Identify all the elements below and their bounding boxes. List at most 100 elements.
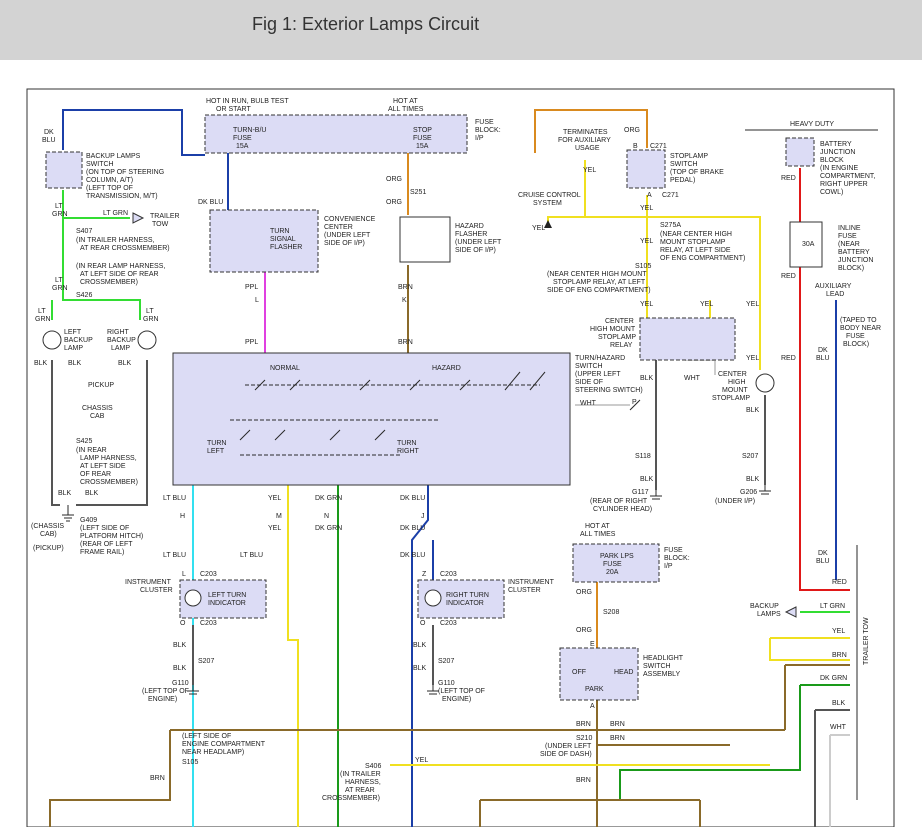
label-s406: S406 bbox=[365, 763, 381, 770]
label-park-fuse1: PARK LPS bbox=[600, 553, 634, 560]
backup-lamps-arrow-icon bbox=[784, 606, 797, 618]
label-stoplamp3: (TOP OF BRAKE bbox=[670, 169, 724, 176]
label-lt-blu-3: LT BLU bbox=[240, 552, 263, 559]
label-heavy-duty: HEAVY DUTY bbox=[790, 121, 834, 128]
label-s406-d4: CROSSMEMBER) bbox=[322, 795, 380, 802]
label-taped4: BLOCK) bbox=[843, 341, 869, 348]
label-grn-4: GRN bbox=[143, 316, 159, 323]
label-fuse-block-4: BLOCK: bbox=[664, 555, 690, 562]
label-chm-lamp3: MOUNT bbox=[722, 387, 748, 394]
label-yel-5: YEL bbox=[640, 301, 653, 308]
wire-red bbox=[799, 168, 850, 591]
label-brn-8: BRN bbox=[150, 775, 165, 782]
label-s426-d3: CROSSMEMBER) bbox=[80, 279, 138, 286]
label-yel-2: YEL bbox=[640, 205, 653, 212]
label-brn-6: BRN bbox=[576, 777, 591, 784]
label-e: E bbox=[590, 641, 595, 648]
label-chm-relay4: RELAY bbox=[610, 342, 633, 349]
label-15a-1: 15A bbox=[236, 143, 249, 150]
label-chm-relay1: CENTER bbox=[605, 318, 634, 325]
label-ppl-1: PPL bbox=[245, 284, 258, 291]
label-g110-d1-2: (LEFT TOP OF bbox=[438, 688, 485, 695]
label-s425-d3: AT LEFT SIDE bbox=[80, 463, 126, 470]
label-yel-9: YEL bbox=[268, 495, 281, 502]
label-stoplamp1: STOPLAMP bbox=[670, 153, 708, 160]
chm-stoplamp-icon bbox=[755, 373, 775, 393]
label-yel-7: YEL bbox=[746, 301, 759, 308]
label-park: PARK bbox=[585, 686, 604, 693]
label-blk-3: BLK bbox=[118, 360, 132, 367]
right-turn-indicator-box bbox=[417, 579, 505, 619]
label-brn-1: BRN bbox=[398, 284, 413, 291]
label-ths4: SIDE OF bbox=[575, 379, 603, 386]
label-dk: DK bbox=[44, 129, 54, 136]
label-s426: S426 bbox=[76, 292, 92, 299]
wire-dk-blu-j bbox=[411, 485, 429, 827]
label-s207-1: S207 bbox=[742, 453, 758, 460]
label-s425-d1: (IN REAR bbox=[76, 447, 107, 454]
label-org-3: ORG bbox=[624, 127, 640, 134]
label-s210-d2: SIDE OF DASH) bbox=[540, 751, 592, 758]
labels: HOT IN RUN, BULB TEST OR START HOT AT AL… bbox=[31, 98, 881, 802]
label-backup-1: BACKUP bbox=[64, 337, 93, 344]
label-c203-2: C203 bbox=[440, 571, 457, 578]
label-s407-d2: AT REAR CROSSMEMBER) bbox=[80, 245, 170, 252]
label-yel-1: YEL bbox=[583, 167, 596, 174]
label-g110-d2: ENGINE) bbox=[148, 696, 177, 703]
label-g117-d2: CYLINDER HEAD) bbox=[593, 506, 652, 513]
label-ths3: (UPPER LEFT bbox=[575, 371, 621, 378]
wire-yel-m bbox=[287, 485, 299, 827]
label-yel-10: YEL bbox=[268, 525, 281, 532]
label-s105b-d3: NEAR HEADLAMP) bbox=[182, 749, 244, 756]
label-c271-2: C271 bbox=[662, 192, 679, 199]
label-g409-d2: PLATFORM HITCH) bbox=[80, 533, 143, 540]
label-s208: S208 bbox=[603, 609, 619, 616]
label-turn-left2: LEFT bbox=[207, 448, 225, 455]
label-turn-right1: TURN bbox=[397, 440, 416, 447]
label-grn-2: GRN bbox=[52, 285, 68, 292]
label-s426-d1: (IN REAR LAMP HARNESS, bbox=[76, 263, 165, 270]
label-c203-1: C203 bbox=[200, 571, 217, 578]
label-aux2: LEAD bbox=[826, 291, 844, 298]
turn-hazard-switch-box bbox=[172, 352, 571, 486]
label-rti1: RIGHT TURN bbox=[446, 592, 489, 599]
stoplamp-switch-box bbox=[626, 149, 666, 189]
label-s105-2: S105 bbox=[182, 759, 198, 766]
backup-switch-box bbox=[45, 151, 83, 189]
label-brn-7: BRN bbox=[832, 652, 847, 659]
turn-signal-flasher-box bbox=[209, 209, 319, 273]
chm-relay-box bbox=[639, 317, 736, 361]
label-g110-d2-2: ENGINE) bbox=[442, 696, 471, 703]
label-blk-5: BLK bbox=[85, 490, 99, 497]
label-ic2: CLUSTER bbox=[140, 587, 173, 594]
label-inline1: INLINE bbox=[838, 225, 861, 232]
label-head: HEAD bbox=[614, 669, 633, 676]
wire-blk-ground bbox=[51, 360, 148, 506]
label-stoplamp4: PEDAL) bbox=[670, 177, 695, 184]
label-bjb3: BLOCK bbox=[820, 157, 844, 164]
label-g110-d1: (LEFT TOP OF bbox=[142, 688, 189, 695]
label-s207-2: S207 bbox=[198, 658, 214, 665]
wire-brn-park bbox=[596, 700, 785, 827]
label-g206-d1: (UNDER I/P) bbox=[715, 498, 755, 505]
label-s406-d1: (IN TRAILER bbox=[340, 771, 381, 778]
label-g117-d1: (REAR OF RIGHT bbox=[590, 498, 648, 505]
label-yel-11: YEL bbox=[832, 628, 845, 635]
label-right-1: RIGHT bbox=[107, 329, 130, 336]
label-backup-sw5: (LEFT TOP OF bbox=[86, 185, 133, 192]
label-hsa2: SWITCH bbox=[643, 663, 671, 670]
label-fuse-block-2: BLOCK: bbox=[475, 127, 501, 134]
label-dk-3: DK bbox=[818, 550, 828, 557]
wire-wht-right bbox=[829, 734, 850, 827]
label-wht-3: WHT bbox=[830, 724, 847, 731]
label-cruise2: SYSTEM bbox=[533, 200, 562, 207]
label-s425: S425 bbox=[76, 438, 92, 445]
label-l: L bbox=[255, 297, 259, 304]
label-s118: S118 bbox=[635, 453, 651, 460]
label-org-4: ORG bbox=[576, 589, 592, 596]
label-org-5: ORG bbox=[576, 627, 592, 634]
label-ppl-2: PPL bbox=[245, 339, 258, 346]
label-a-2: A bbox=[590, 703, 595, 710]
label-s105b-d1: (LEFT SIDE OF bbox=[182, 733, 231, 740]
label-lt-2: LT bbox=[55, 277, 63, 284]
